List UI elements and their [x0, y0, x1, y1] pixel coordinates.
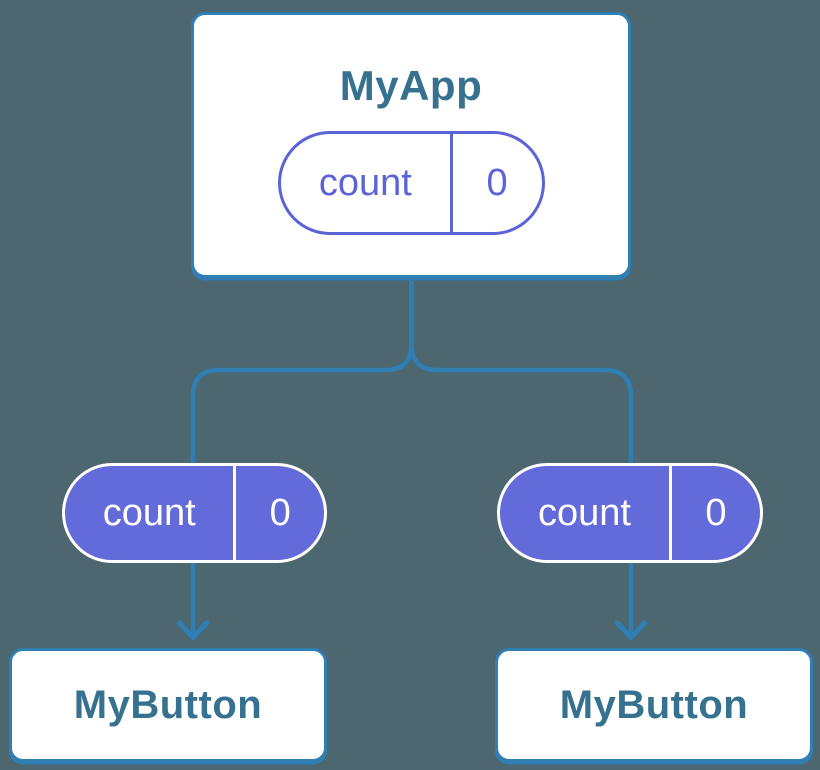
prop-name-label: count [102, 492, 196, 534]
prop-value-label: 0 [705, 492, 727, 534]
connector-left-branch [190, 281, 414, 636]
prop-name-label: count [538, 492, 631, 534]
state-value-label: 0 [486, 162, 508, 204]
state-name-label: count [318, 162, 412, 204]
pill-divider [669, 466, 672, 560]
left-prop-pill: count 0 [62, 463, 327, 563]
pill-divider [233, 466, 237, 560]
right-mybutton-card: MyButton [495, 648, 813, 762]
arrowhead-down-left-icon [177, 620, 209, 640]
mybutton-card-title: MyButton [73, 682, 263, 727]
right-prop-pill: count 0 [497, 463, 763, 563]
prop-value-label: 0 [269, 492, 291, 534]
mybutton-card-title: MyButton [559, 682, 749, 727]
myapp-card-title: MyApp [339, 62, 483, 109]
myapp-card: MyApp count 0 [191, 12, 631, 278]
connector-right-branch [409, 281, 634, 636]
arrowhead-down-right-icon [615, 620, 647, 640]
pill-divider [450, 134, 453, 232]
left-mybutton-card: MyButton [9, 648, 327, 762]
myapp-state-pill: count 0 [277, 131, 545, 235]
